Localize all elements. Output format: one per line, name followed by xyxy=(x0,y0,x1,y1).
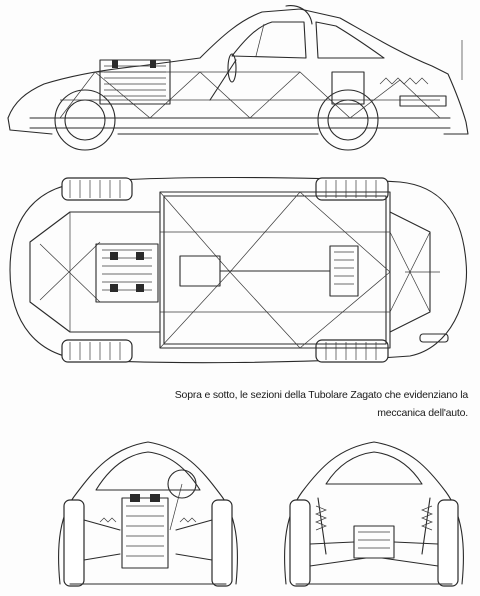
front-section-drawing xyxy=(58,441,238,587)
rear-section-drawing xyxy=(284,441,464,587)
caption-line-2: meccanica dell'auto. xyxy=(377,407,468,419)
plan-section-drawing xyxy=(9,176,468,364)
figure-caption: Sopra e sotto, le sezioni della Tubolare… xyxy=(168,386,468,422)
side-section-drawing xyxy=(7,5,469,151)
caption-line-1: Sopra e sotto, le sezioni della Tubolare… xyxy=(174,389,468,401)
